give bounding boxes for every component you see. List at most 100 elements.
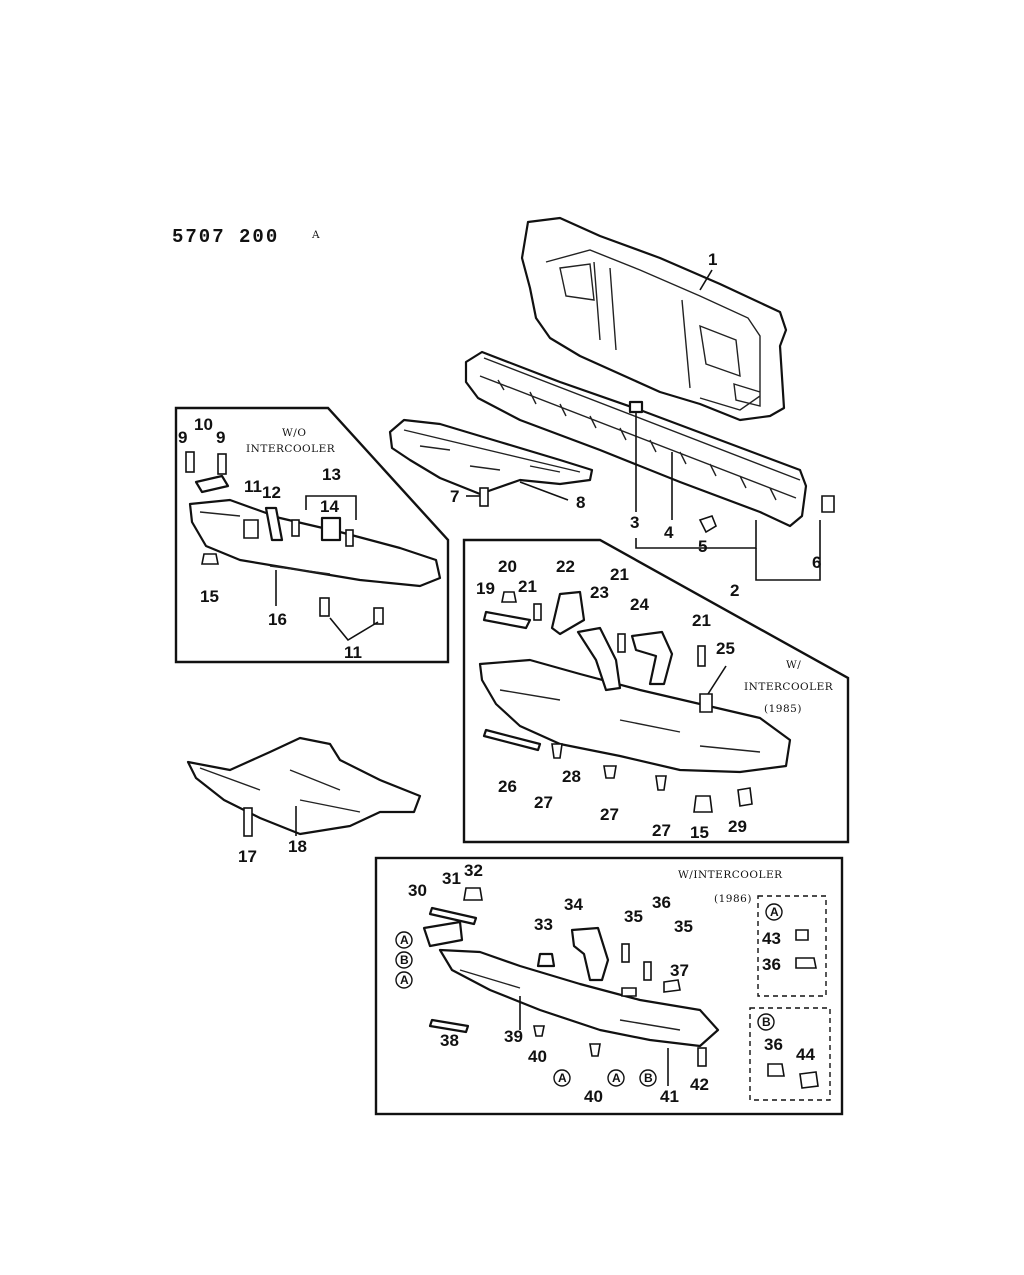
part-14-bracket bbox=[320, 516, 342, 542]
callout-14: 14 bbox=[320, 497, 339, 516]
callout-25: 25 bbox=[716, 639, 735, 658]
diagram-code: 5707 200 bbox=[172, 226, 279, 248]
callout-27c: 27 bbox=[652, 821, 671, 840]
callout-17: 17 bbox=[238, 847, 257, 866]
callout-21a: 21 bbox=[518, 577, 537, 596]
circle-a-1: A bbox=[395, 931, 413, 949]
leader-25 bbox=[707, 665, 727, 695]
callout-27b: 27 bbox=[600, 805, 619, 824]
inset-b-item-36: 36 bbox=[764, 1035, 783, 1054]
leader-8 bbox=[519, 481, 569, 501]
bracket-2 bbox=[635, 520, 757, 549]
callout-39: 39 bbox=[504, 1027, 523, 1046]
callout-24: 24 bbox=[630, 595, 649, 614]
inset-a-clip bbox=[795, 957, 817, 969]
part-28-air-dam bbox=[478, 658, 792, 774]
callout-18: 18 bbox=[288, 837, 307, 856]
callout-41: 41 bbox=[660, 1087, 679, 1106]
callout-11b: 11 bbox=[344, 643, 362, 662]
inset-b-clip bbox=[767, 1063, 785, 1077]
callout-35a: 35 bbox=[624, 907, 643, 926]
part-7-bolt bbox=[479, 487, 489, 507]
svg-text:A: A bbox=[558, 1071, 567, 1085]
inset-a-item-43: 43 bbox=[762, 929, 781, 948]
callout-10: 10 bbox=[194, 415, 213, 434]
part-37-clip bbox=[663, 979, 681, 993]
callout-34: 34 bbox=[564, 895, 583, 914]
callout-40b: 40 bbox=[584, 1087, 603, 1106]
diagram-code-mark: A bbox=[311, 229, 320, 241]
part-26-strip bbox=[482, 728, 542, 752]
part-32-nut bbox=[463, 887, 483, 901]
inset-b-frame bbox=[749, 1007, 831, 1101]
part-1-radiator-support bbox=[520, 216, 788, 422]
part-13b-bolt bbox=[345, 529, 354, 547]
w1985-label-2: INTERCOOLER bbox=[744, 681, 834, 693]
part-42-bolt bbox=[697, 1047, 707, 1067]
callout-38: 38 bbox=[440, 1031, 459, 1050]
part-41-air-dam bbox=[438, 948, 720, 1048]
w1986-label-2: (1986) bbox=[714, 893, 752, 905]
part-6-bracket bbox=[821, 495, 835, 513]
callout-9a: 9 bbox=[178, 428, 187, 447]
box-wo-intercooler bbox=[174, 406, 450, 664]
circle-a-3: A bbox=[553, 1069, 571, 1087]
callout-7: 7 bbox=[450, 487, 459, 506]
part-23-bracket bbox=[576, 626, 622, 692]
leader-1 bbox=[699, 269, 713, 291]
part-9b-bolt bbox=[217, 453, 227, 475]
circle-a-4: A bbox=[607, 1069, 625, 1087]
part-9a-bolt bbox=[185, 451, 195, 473]
callout-9b: 9 bbox=[216, 428, 225, 447]
part-11b-bolt bbox=[319, 597, 330, 617]
part-12-bracket bbox=[264, 506, 284, 542]
part-34-bracket bbox=[570, 926, 610, 982]
callout-12: 12 bbox=[262, 483, 281, 502]
callout-15a: 15 bbox=[200, 587, 219, 606]
callout-15b: 15 bbox=[690, 823, 709, 842]
callout-16: 16 bbox=[268, 610, 287, 629]
svg-text:A: A bbox=[770, 905, 779, 919]
part-17-bolt bbox=[243, 807, 253, 837]
callout-36a: 36 bbox=[652, 893, 671, 912]
inset-a-item-36: 36 bbox=[762, 955, 781, 974]
part-35b-bolt bbox=[643, 961, 652, 981]
callout-33: 33 bbox=[534, 915, 553, 934]
part-40b-grommet bbox=[589, 1043, 601, 1057]
part-40a-grommet bbox=[533, 1025, 545, 1037]
callout-4: 4 bbox=[664, 523, 674, 542]
part-20-nut bbox=[501, 591, 517, 603]
part-13-bolt bbox=[291, 519, 300, 537]
part-27b-grommet bbox=[603, 765, 617, 779]
callout-40a: 40 bbox=[528, 1047, 547, 1066]
box-w-intercooler-1985 bbox=[462, 538, 850, 844]
part-10-plate bbox=[194, 474, 230, 494]
callout-8: 8 bbox=[576, 493, 585, 512]
wo-label-1: W/O bbox=[282, 427, 306, 439]
bracket-13 bbox=[305, 495, 357, 520]
callout-5: 5 bbox=[698, 537, 707, 556]
leader-11b bbox=[329, 617, 379, 642]
wo-label-2: INTERCOOLER bbox=[246, 443, 336, 455]
part-27c-grommet bbox=[655, 775, 667, 791]
callout-26: 26 bbox=[498, 777, 517, 796]
inset-b-letter: B bbox=[757, 1013, 775, 1031]
part-16-air-dam bbox=[188, 498, 442, 588]
part-3-clip bbox=[628, 400, 644, 414]
callout-23: 23 bbox=[590, 583, 609, 602]
callout-2: 2 bbox=[730, 581, 739, 600]
part-8-deflector bbox=[388, 418, 594, 496]
callout-22: 22 bbox=[556, 557, 575, 576]
callout-13: 13 bbox=[322, 465, 341, 484]
callout-21c: 21 bbox=[692, 611, 711, 630]
part-36-clip bbox=[621, 987, 637, 997]
w1985-label-3: (1985) bbox=[764, 703, 802, 715]
part-19-plate bbox=[482, 610, 532, 630]
svg-text:B: B bbox=[400, 953, 409, 967]
inset-a-letter: A bbox=[765, 903, 783, 921]
part-15b-nut bbox=[693, 795, 713, 813]
circle-a-2: A bbox=[395, 971, 413, 989]
svg-text:A: A bbox=[400, 933, 409, 947]
w1986-label-1: W/INTERCOOLER bbox=[678, 869, 783, 881]
